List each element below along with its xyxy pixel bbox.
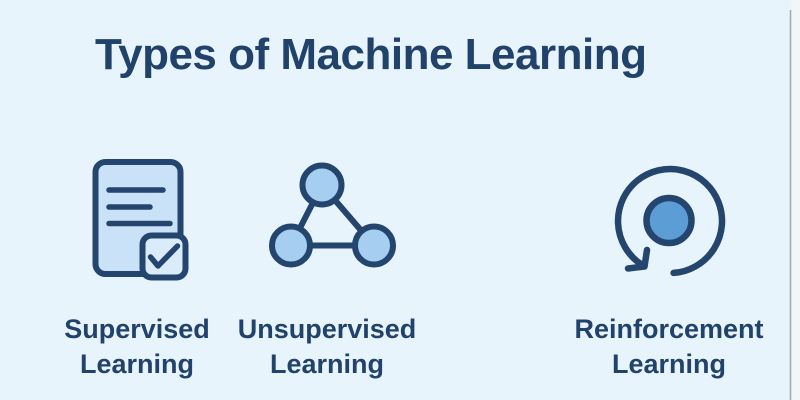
label-line: Learning — [269, 349, 384, 379]
document-check-icon — [92, 159, 189, 281]
label-supervised-learning: Supervised Learning — [27, 312, 247, 382]
label-unsupervised-learning: Unsupervised Learning — [217, 312, 437, 382]
right-edge-strip — [791, 0, 800, 400]
label-line: Supervised — [64, 314, 210, 344]
cycle-arrow-icon — [614, 165, 726, 277]
network-triangle-icon — [269, 162, 396, 268]
label-line: Learning — [79, 349, 194, 379]
label-line: Learning — [611, 349, 726, 379]
label-line: Reinforcement — [574, 314, 764, 344]
label-reinforcement-learning: Reinforcement Learning — [559, 312, 779, 382]
page-title: Types of Machine Learning — [95, 30, 647, 79]
label-line: Unsupervised — [237, 314, 417, 344]
